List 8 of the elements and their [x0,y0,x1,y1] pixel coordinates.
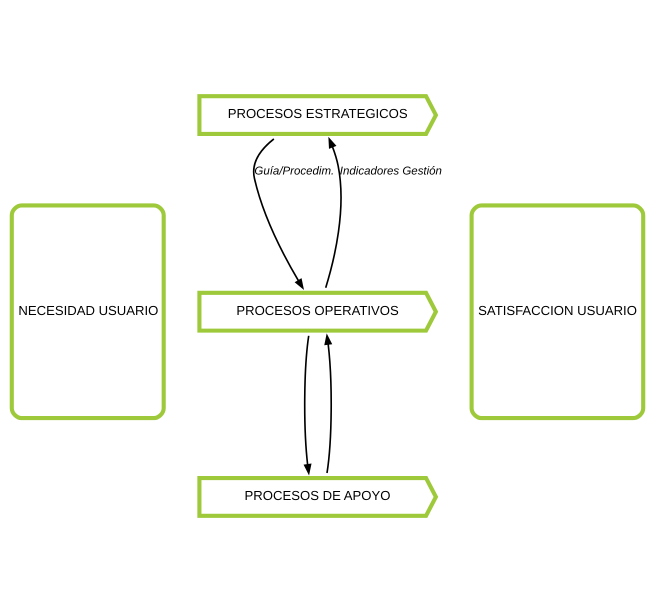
arrow [324,136,342,288]
node-box: SATISFACCION USUARIO [470,202,646,420]
node-box: NECESIDAD USUARIO [10,202,166,420]
arrow [252,138,304,290]
edge-label: Guía/Procedim. [254,164,334,177]
arrow [304,335,312,475]
arrow [324,332,332,473]
edge-label: Indicadores Gestión [340,164,442,177]
